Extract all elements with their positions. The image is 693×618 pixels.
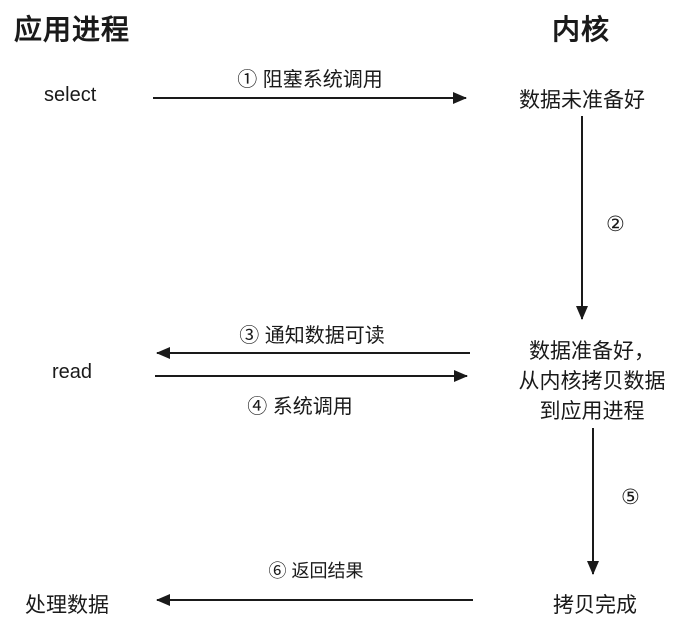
edge-label-step4-syscall: ④ 系统调用	[247, 396, 353, 418]
edge-label-step5-circled-number: ⑤	[621, 486, 640, 509]
node-data-ready-line1: 数据准备好，	[529, 340, 655, 363]
node-read-call: read	[52, 361, 93, 383]
node-copy-done: 拷贝完成	[553, 594, 637, 617]
node-select-call: select	[44, 84, 97, 106]
left-column-header-app-process: 应用进程	[14, 14, 131, 45]
node-data-ready-line3: 到应用进程	[539, 400, 645, 423]
edge-label-step6-return-result: ⑥ 返回结果	[268, 561, 364, 581]
right-column-header-kernel: 内核	[552, 14, 611, 45]
node-data-not-ready: 数据未准备好	[519, 89, 645, 112]
node-process-data: 处理数据	[25, 594, 109, 617]
node-data-ready-line2: 从内核拷贝数据	[518, 370, 666, 393]
node-data-ready-copying: 数据准备好， 从内核拷贝数据 到应用进程	[519, 337, 666, 427]
edge-label-step2-circled-number: ②	[606, 213, 625, 236]
edge-label-step1-blocking-syscall: ① 阻塞系统调用	[237, 69, 383, 91]
edge-label-step3-notify-readable: ③ 通知数据可读	[239, 325, 385, 347]
